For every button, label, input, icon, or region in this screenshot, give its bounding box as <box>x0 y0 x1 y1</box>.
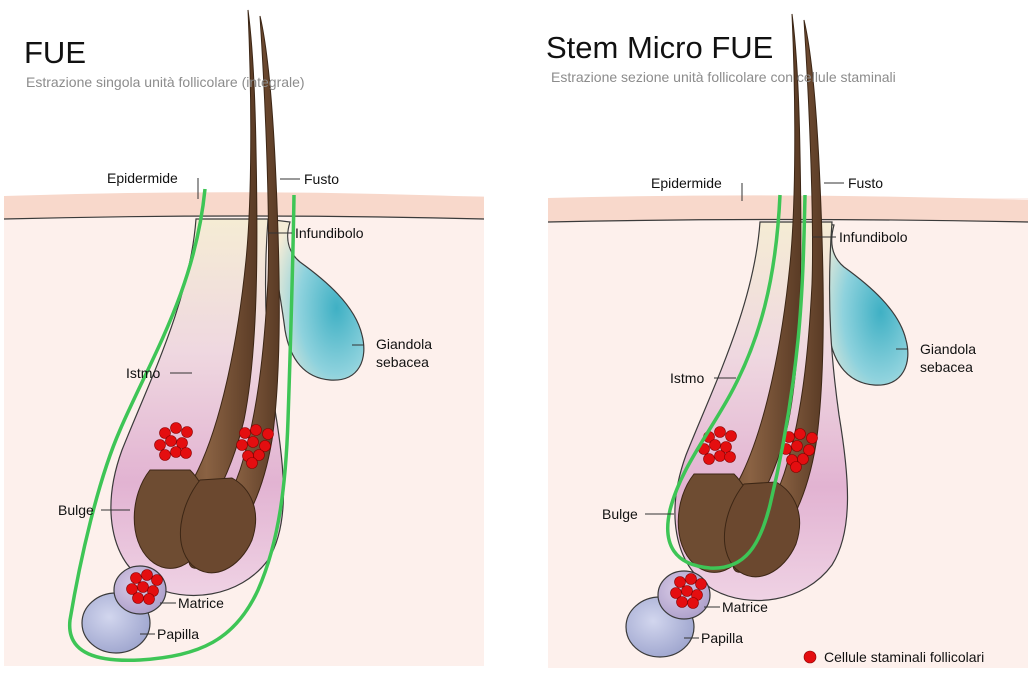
sebaceous-gland <box>272 219 365 381</box>
label-fusto: Fusto <box>304 171 339 187</box>
extraction-outline-integral <box>68 188 296 663</box>
legend-stem-cells-label: Cellule staminali follicolari <box>824 649 984 665</box>
extraction-outline-section <box>665 194 807 570</box>
panel-stem-micro-fue: Stem Micro FUE Estrazione sezione unità … <box>546 13 1029 668</box>
label-papilla: Papilla <box>701 630 743 646</box>
panel-stem-leaders <box>645 182 908 639</box>
stem-cells-left <box>698 426 737 465</box>
panel-fue: FUE Estrazione singola unità follicolare… <box>3 9 485 666</box>
label-bulge: Bulge <box>58 502 94 518</box>
epidermis-band <box>4 192 484 219</box>
panel-subtitle: Estrazione singola unità follicolare (in… <box>26 74 305 90</box>
stem-cells-matrix <box>670 573 707 609</box>
panel-fue-leaders <box>101 178 364 635</box>
epidermis-band <box>548 195 1028 222</box>
stem-cells-right <box>780 428 818 473</box>
label-epidermide: Epidermide <box>651 175 722 191</box>
stem-cells-matrix <box>126 569 163 605</box>
label-giandola: Giandola <box>920 341 976 357</box>
label-epidermide: Epidermide <box>107 170 178 186</box>
label-papilla: Papilla <box>157 626 199 642</box>
label-matrice: Matrice <box>722 599 768 615</box>
label-infundibolo: Infundibolo <box>839 229 908 245</box>
label-matrice: Matrice <box>178 595 224 611</box>
label-istmo: Istmo <box>670 370 704 386</box>
label-sebacea: sebacea <box>920 359 973 375</box>
stem-cells-right <box>236 424 274 469</box>
hair-bulb-right <box>180 477 257 574</box>
label-sebacea: sebacea <box>376 354 429 370</box>
legend-stem-cell-icon <box>803 650 817 664</box>
label-giandola: Giandola <box>376 336 432 352</box>
legend: Cellule staminali follicolari <box>803 649 984 665</box>
panel-title: Stem Micro FUE <box>546 30 773 65</box>
panel-subtitle: Estrazione sezione unità follicolare con… <box>551 69 896 85</box>
stem-cells-left <box>154 422 193 461</box>
label-infundibolo: Infundibolo <box>295 225 364 241</box>
label-istmo: Istmo <box>126 365 160 381</box>
label-bulge: Bulge <box>602 506 638 522</box>
panel-title: FUE <box>24 35 86 70</box>
label-fusto: Fusto <box>848 175 883 191</box>
